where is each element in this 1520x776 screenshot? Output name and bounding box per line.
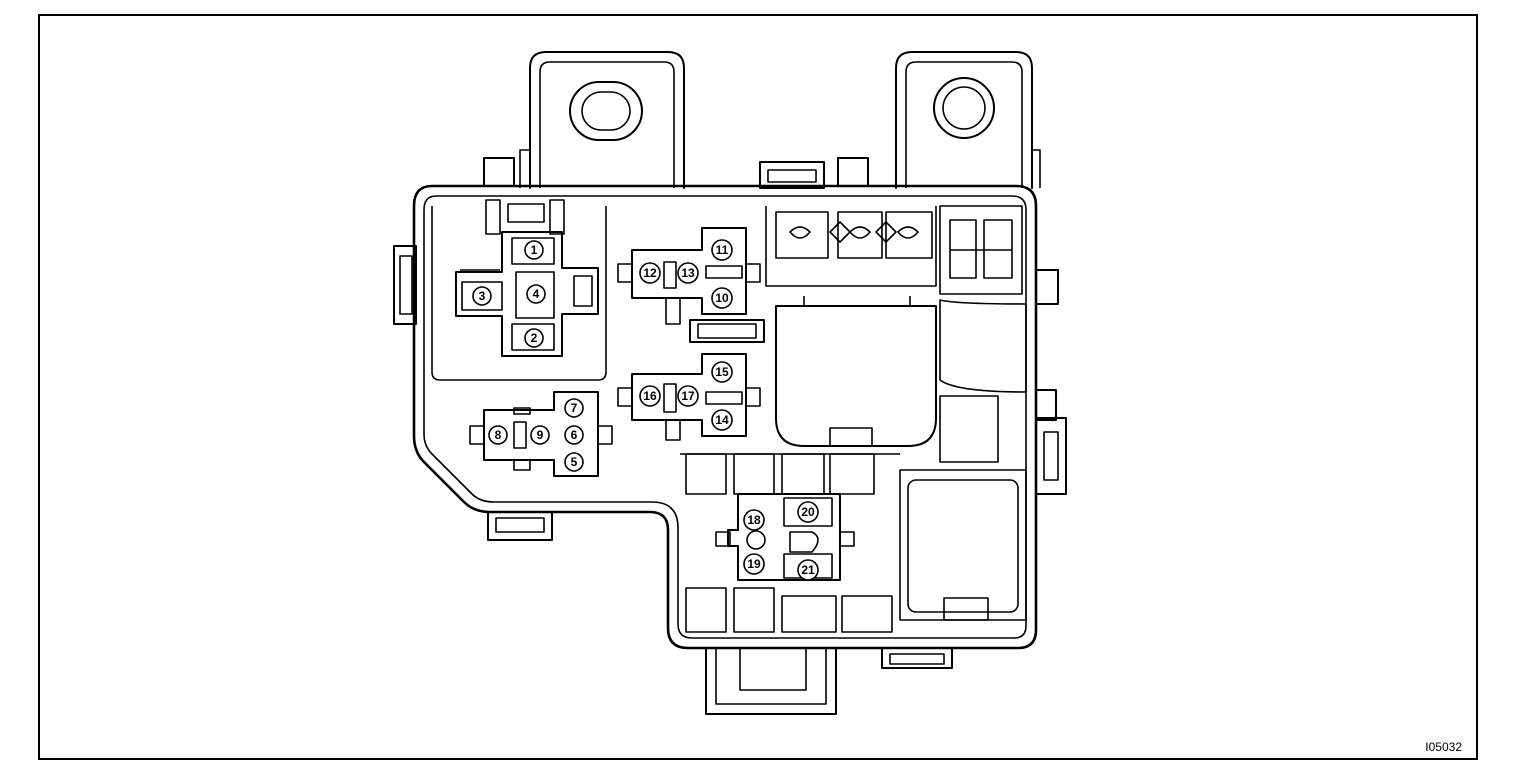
connector-1: 1 [524, 240, 544, 260]
connector-block-5-9 [469, 391, 613, 477]
svg-text:3: 3 [479, 289, 486, 303]
svg-text:21: 21 [801, 563, 815, 577]
svg-text:10: 10 [715, 291, 729, 305]
connector-7: 7 [564, 398, 584, 418]
svg-text:8: 8 [495, 428, 502, 442]
connector-11: 11 [711, 239, 733, 261]
connector-2: 2 [524, 328, 544, 348]
connector-19: 19 [743, 553, 765, 575]
connector-17: 17 [677, 385, 699, 407]
svg-text:20: 20 [801, 505, 815, 519]
connector-21: 21 [797, 559, 819, 581]
svg-text:7: 7 [571, 401, 578, 415]
connector-18: 18 [743, 509, 765, 531]
connector-block-14-17 [617, 353, 761, 441]
connector-13: 13 [677, 262, 699, 284]
figure-id: I05032 [1425, 740, 1462, 754]
connector-10: 10 [711, 287, 733, 309]
svg-text:5: 5 [571, 455, 578, 469]
svg-text:14: 14 [715, 413, 729, 427]
center-strip [689, 319, 765, 343]
bottom-clips [487, 511, 953, 715]
connector-block-1-4 [455, 231, 599, 357]
svg-text:16: 16 [643, 389, 657, 403]
svg-text:9: 9 [537, 428, 544, 442]
connector-15: 15 [711, 361, 733, 383]
connector-4: 4 [526, 284, 546, 304]
left-mounting-bracket [519, 51, 685, 189]
right-mounting-bracket [895, 51, 1041, 189]
svg-text:4: 4 [533, 287, 540, 301]
svg-text:6: 6 [571, 428, 578, 442]
svg-text:13: 13 [681, 266, 695, 280]
housing-outline [412, 184, 1038, 650]
right-compartments [899, 395, 1027, 621]
connector-6: 6 [564, 425, 584, 445]
svg-text:12: 12 [643, 266, 657, 280]
svg-text:18: 18 [747, 513, 761, 527]
figure-frame [38, 14, 1478, 760]
svg-text:2: 2 [531, 331, 538, 345]
upper-left-compartment [431, 199, 607, 381]
top-clips [483, 157, 869, 189]
connector-block-10-13 [617, 227, 761, 325]
left-side-clip [393, 245, 417, 325]
right-side-clips [1035, 269, 1067, 495]
svg-text:11: 11 [716, 243, 729, 257]
connector-14: 14 [711, 409, 733, 431]
svg-text:17: 17 [681, 389, 695, 403]
connector-3: 3 [472, 286, 492, 306]
svg-text:19: 19 [747, 557, 761, 571]
svg-text:1: 1 [531, 243, 538, 257]
svg-text:15: 15 [715, 365, 729, 379]
connector-9: 9 [530, 425, 550, 445]
connector-16: 16 [639, 385, 661, 407]
connector-12: 12 [639, 262, 661, 284]
upper-right-fuse-area [765, 205, 1023, 295]
connector-5: 5 [564, 452, 584, 472]
connector-block-18-21 [715, 493, 855, 581]
relay-cavity [775, 296, 1027, 447]
connector-8: 8 [488, 425, 508, 445]
connector-20: 20 [797, 501, 819, 523]
